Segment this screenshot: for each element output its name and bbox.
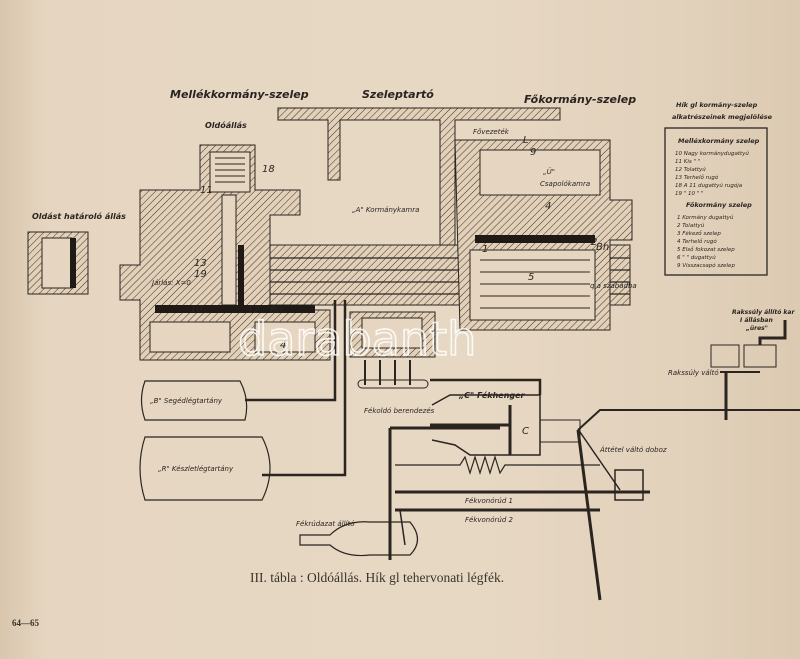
part-number: 11 <box>200 185 213 196</box>
legend-aux-title: Melléxkormány szelep <box>678 137 760 145</box>
reservoirs <box>139 300 542 501</box>
slack-adjuster-shape <box>299 521 419 557</box>
legend-item: 4 Terhelő rugó <box>677 238 717 245</box>
part-number: 1 <box>482 244 488 255</box>
label-cylinder-letter: C <box>522 426 529 437</box>
heading-main-valve: Főkormány-szelep <box>524 93 636 106</box>
label-brake-release-device: Fékoldó berendezés <box>364 407 435 415</box>
figure-caption: III. tábla : Oldóállás. Hík gl tehervona… <box>250 570 504 585</box>
part-number: 13 <box>194 258 207 269</box>
label-load-lever-1: Rakssúly állító kar <box>732 309 795 316</box>
aux-reservoir-tank <box>140 380 248 421</box>
label-drain-chamber-letter: „Ü" <box>543 167 555 176</box>
brake-release-device <box>349 311 436 389</box>
watermark: darabanth <box>238 312 476 366</box>
part-number: 5 <box>528 272 534 283</box>
load-changer <box>710 320 787 420</box>
legend-item: 2 Tolattyú <box>677 222 705 229</box>
part-number: 4 <box>280 340 286 351</box>
legend-item: 11 Kis " " <box>675 159 700 165</box>
legend-item: 9 Visszacsapó szelep <box>677 262 735 269</box>
aux-valve-body <box>119 144 331 361</box>
supply-reservoir-tank <box>139 436 271 501</box>
legend-box <box>664 127 768 276</box>
label-ratio-change-box: Áttétel váltó doboz <box>599 445 667 454</box>
label-brake-rod-1: Fékvonórúd 1 <box>465 497 513 505</box>
label-stroke: Járlás: X=0 <box>150 279 191 287</box>
label-9: 9 <box>530 147 536 158</box>
part-number: 10 <box>190 304 203 315</box>
heading-valve-holder: Szeleptartó <box>362 88 434 101</box>
legend-item: 18 A 11 dugattyú rugója <box>675 182 743 189</box>
label-load-lever-2: I állásban <box>740 317 773 324</box>
page-number: 64—65 <box>12 618 40 628</box>
label-main-pipe: Fővezeték <box>473 127 510 136</box>
heading-release-limit: Oldást határoló állás <box>32 211 126 221</box>
label-Bh: Bh <box>596 242 609 253</box>
main-valve-body <box>454 139 633 331</box>
legend-item: 1 Kormány dugattyú <box>677 214 734 221</box>
label-brake-cylinder: „C" Fékhenger <box>458 390 526 400</box>
release-limit-inset <box>27 231 89 295</box>
legend-item: 3 Fékező szelep <box>677 230 721 237</box>
part-number: 18 <box>262 164 275 175</box>
label-control-chamber: „A" Kormánykamra <box>352 206 419 214</box>
part-number: 4 <box>545 201 551 212</box>
label-aux-reservoir: „B" Segédlégtartány <box>150 397 223 405</box>
legend: Hík gl kormány-szelep alkatrészeinek meg… <box>672 101 773 269</box>
part-number: 2 <box>591 237 597 248</box>
legend-item: 5 Első fokozat szelep <box>677 247 735 253</box>
legend-item: 10 Nagy kormánydugattyú <box>675 150 749 157</box>
part-number: 12 <box>247 305 260 316</box>
legend-item: 13 Terhelő rugó <box>675 174 719 181</box>
legend-title-1: Hík gl kormány-szelep <box>676 101 758 109</box>
heading-release-position: Oldóállás <box>205 120 247 130</box>
legend-item: 12 Tolattyú <box>675 166 706 173</box>
label-Bn: Bn <box>270 305 283 316</box>
legend-main-title: Főkormány szelep <box>686 200 752 209</box>
part-number: 19 <box>194 269 207 280</box>
label-load-changer: Rakssúly váltó <box>668 369 719 377</box>
label-slack-adjuster: Fékrúdazat állító <box>296 520 355 528</box>
legend-item: 19 " 10 " " <box>675 191 704 197</box>
legend-item: 6 " " dugattyú <box>677 254 716 261</box>
label-load-lever-3: „üres" <box>745 325 768 332</box>
label-supply-reservoir: „R" Készletlégtartány <box>158 465 234 473</box>
label-brake-rod-2: Fékvonórúd 2 <box>465 516 514 524</box>
label-to-atmosphere: q a szabadba <box>590 282 637 290</box>
label-drain-chamber: Csapolókamra <box>540 180 590 188</box>
heading-aux-valve: Mellékkormány-szelep <box>170 88 309 101</box>
legend-title-2: alkatrészeinek megjelölése <box>672 113 773 121</box>
brake-cylinder-assembly <box>299 394 800 601</box>
label-L: L <box>523 135 529 146</box>
